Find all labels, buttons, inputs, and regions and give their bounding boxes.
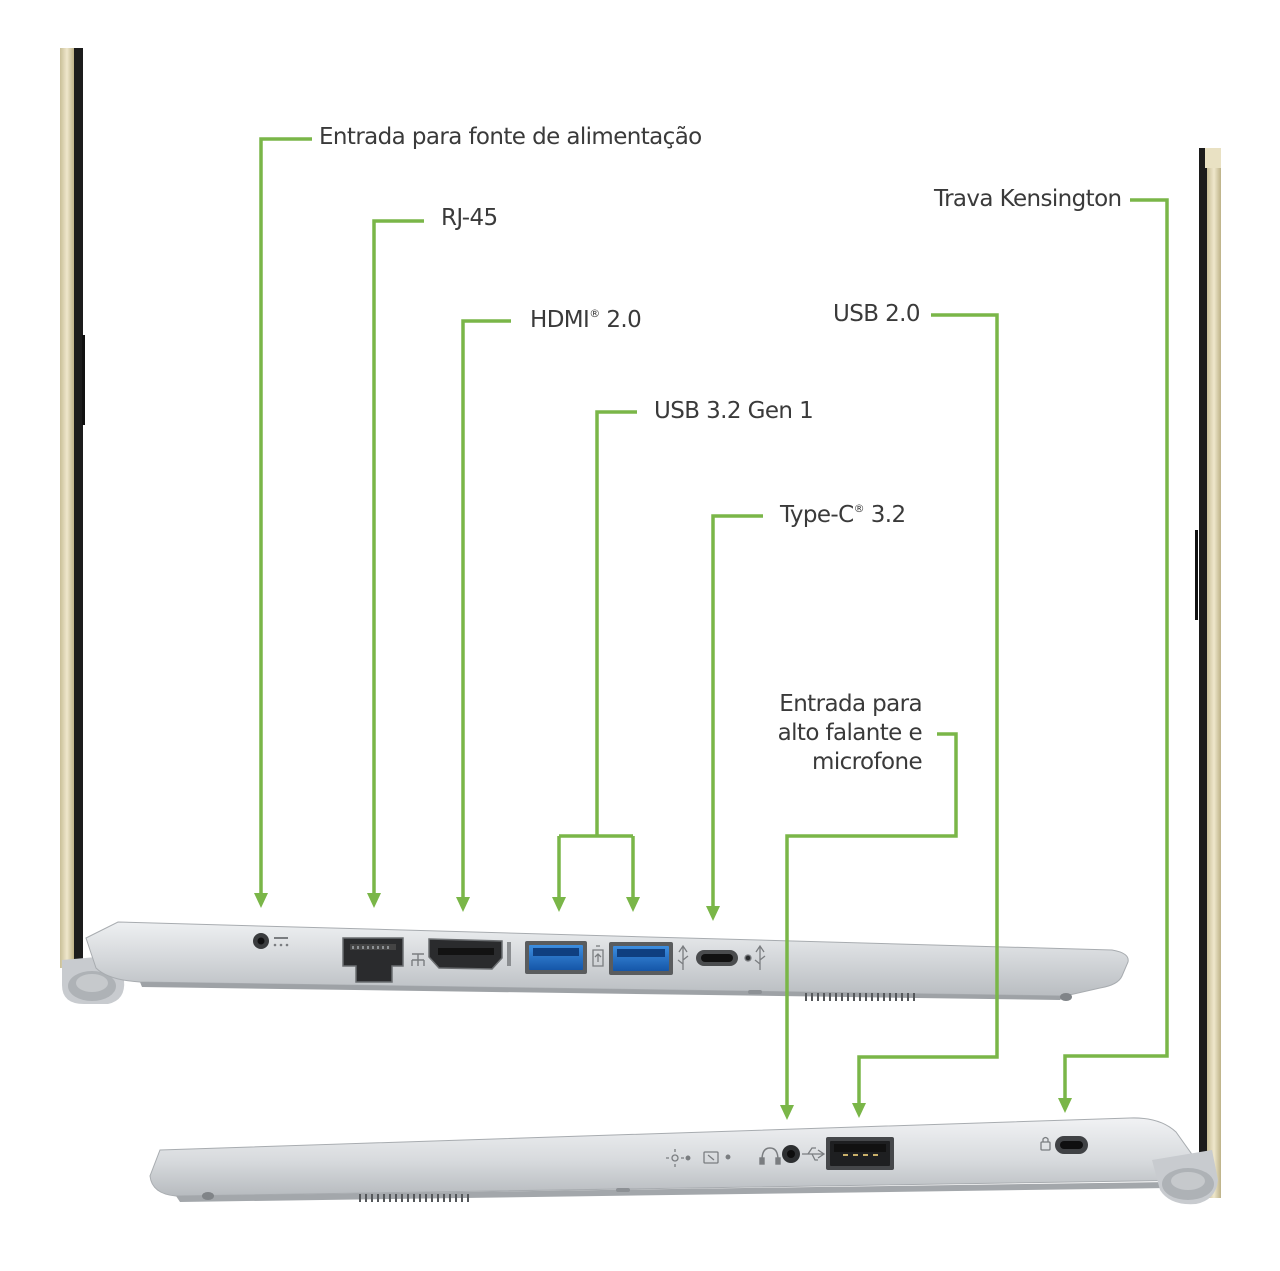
audio-jack-port <box>782 1145 800 1163</box>
headset-icon <box>759 1147 781 1165</box>
usb-icon <box>677 944 689 970</box>
label-audio-line-3: microfone <box>812 749 923 775</box>
battery-led-icon <box>703 1151 731 1164</box>
arrowhead-audio <box>780 1105 794 1120</box>
callout-line-rj45 <box>372 219 424 893</box>
laptop-lid-left <box>60 48 85 968</box>
callout-line-hdmi <box>461 319 511 897</box>
label-rj45: RJ-45 <box>441 205 498 231</box>
label-audio-line-2: alto falante e <box>777 720 923 746</box>
arrowhead-usb32-1 <box>552 897 566 912</box>
hdmi-port <box>428 938 503 970</box>
arrowhead-typec <box>706 906 720 921</box>
usb-charge-icon <box>592 945 604 967</box>
vent-grille-left <box>805 993 915 1001</box>
laptop-lid-right <box>1195 148 1221 1198</box>
callout-line-usb20 <box>857 313 999 1103</box>
arrowhead-power <box>254 893 268 908</box>
vent-grille-right <box>359 1194 469 1202</box>
label-audio: Entrada para alto falante e microfone <box>760 690 923 777</box>
usb32-port-1 <box>525 941 587 974</box>
arrowhead-hdmi <box>456 897 470 912</box>
label-typec-mark: ® <box>853 502 865 515</box>
usb20-port <box>826 1137 894 1170</box>
label-usb32: USB 3.2 Gen 1 <box>654 398 814 424</box>
callout-line-kensington <box>1063 198 1169 1098</box>
hinge-right <box>1152 1150 1218 1205</box>
arrowhead-kensington <box>1058 1098 1072 1113</box>
label-hdmi-mark: ® <box>589 307 600 320</box>
kensington-lock-icon <box>1040 1136 1051 1151</box>
power-led-icon <box>666 1149 691 1167</box>
arrowhead-usb32-2 <box>626 897 640 912</box>
ethernet-icon <box>411 953 425 966</box>
power-port <box>253 933 269 949</box>
usb-icon <box>802 1147 826 1161</box>
callout-line-usb32 <box>557 410 637 897</box>
laptop-right-side <box>149 148 1221 1205</box>
callout-line-power <box>259 137 312 893</box>
power-led-icon <box>273 937 289 947</box>
label-kensington: Trava Kensington <box>934 186 1122 212</box>
label-audio-line-1: Entrada para <box>779 691 922 717</box>
kensington-slot <box>1055 1136 1088 1154</box>
label-usb20: USB 2.0 <box>833 301 921 327</box>
label-typec-name: Type-C <box>780 502 854 528</box>
laptop-left-side <box>60 48 1129 1004</box>
callout-line-audio <box>785 732 958 1105</box>
callout-line-typec <box>711 514 763 906</box>
arrowhead-usb20 <box>852 1103 866 1118</box>
label-hdmi: HDMI® 2.0 <box>530 307 642 335</box>
label-power-input: Entrada para fonte de alimentação <box>319 124 702 150</box>
label-hdmi-version: 2.0 <box>599 307 642 333</box>
hdmi-icon <box>507 942 511 966</box>
label-hdmi-name: HDMI <box>530 307 590 333</box>
usb32-port-2 <box>609 942 673 975</box>
usb-icon <box>744 944 766 970</box>
rj45-port <box>342 937 404 983</box>
label-typec-version: 3.2 <box>864 502 906 528</box>
label-typec: Type-C® 3.2 <box>780 502 906 530</box>
arrowhead-rj45 <box>367 893 381 908</box>
typec-port <box>696 950 738 966</box>
